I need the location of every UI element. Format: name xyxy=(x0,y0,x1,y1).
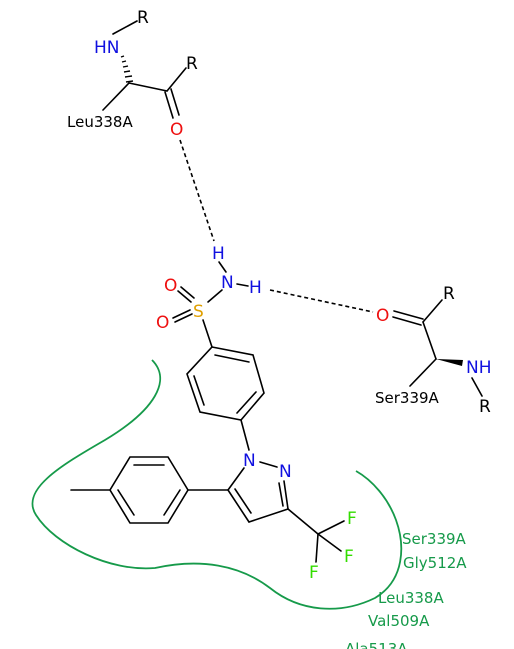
o-atom: O xyxy=(156,313,169,333)
bond xyxy=(207,289,223,303)
bond xyxy=(315,533,319,563)
bond xyxy=(227,467,245,491)
ser339-residue: O R NH R Ser339A xyxy=(375,284,492,417)
bond xyxy=(317,533,342,552)
pocket-residue-label: Leu338A xyxy=(378,589,444,607)
hn-atom: HN xyxy=(94,38,120,58)
h-atom: H xyxy=(249,278,262,298)
r-atom: R xyxy=(479,397,491,417)
bond xyxy=(283,480,289,510)
o-atom: O xyxy=(170,120,183,140)
benzene-ring xyxy=(186,346,265,451)
pyrazole-ring: N N xyxy=(187,451,292,523)
bond xyxy=(471,377,483,397)
r-atom: R xyxy=(443,284,455,304)
wedge-dash-bond xyxy=(120,55,134,83)
pocket-residue-label: Val509A xyxy=(368,612,430,630)
double-bond xyxy=(172,309,191,319)
hydrogen-bond xyxy=(179,139,215,242)
aromatic-inner-bond xyxy=(236,391,257,414)
double-bond xyxy=(393,310,424,320)
o-atom: O xyxy=(164,276,177,296)
bond xyxy=(112,20,138,35)
aromatic-inner-bond xyxy=(163,489,181,516)
pocket-residue-label: Ser339A xyxy=(402,530,467,548)
bond xyxy=(422,321,437,360)
f-atom: F xyxy=(309,563,319,583)
o-atom: O xyxy=(376,306,389,326)
double-bond xyxy=(234,488,252,514)
f-atom: F xyxy=(347,509,357,529)
trifluoromethyl-group: F F F xyxy=(287,508,357,583)
s-atom: S xyxy=(193,302,204,322)
double-bond xyxy=(174,313,193,323)
double-bond xyxy=(278,482,284,507)
n-atom: N xyxy=(243,451,256,471)
double-bond xyxy=(177,290,192,303)
pocket-residue-list: Ser339A Gly512A Leu338A Val509A Ala513A xyxy=(345,530,467,649)
ring-bonds xyxy=(109,456,189,524)
pocket-residue-label: Ala513A xyxy=(345,640,408,649)
bond xyxy=(240,419,250,451)
double-bond xyxy=(164,91,174,119)
double-bond xyxy=(170,88,180,116)
bond xyxy=(259,461,278,468)
n-atom: N xyxy=(221,273,234,293)
wedge-bond xyxy=(436,359,463,366)
bond xyxy=(317,520,345,535)
h-atom: H xyxy=(212,244,225,264)
bond xyxy=(166,67,187,92)
leu338-residue: HN R R O Leu338A xyxy=(67,8,198,140)
hydrogen-bond xyxy=(269,289,374,313)
double-bond xyxy=(392,316,422,326)
bond xyxy=(227,489,250,523)
aromatic-inner-bond xyxy=(214,354,250,363)
tolyl-ring xyxy=(70,456,189,524)
double-bond xyxy=(180,286,195,299)
sulfonamide-group: H N H S O O xyxy=(156,244,262,348)
aromatic-inner-bond xyxy=(117,489,135,516)
pocket-residue-label: Gly512A xyxy=(403,554,467,572)
bond xyxy=(422,299,443,323)
aromatic-inner-bond xyxy=(193,375,205,406)
hydrophobic-pocket-outline xyxy=(31,359,403,610)
bond xyxy=(202,319,213,348)
r-atom: R xyxy=(186,54,198,74)
bond xyxy=(287,508,319,535)
bond xyxy=(218,261,227,273)
bond xyxy=(236,283,249,287)
bond xyxy=(248,508,289,523)
bond xyxy=(409,358,437,387)
residue-label: Ser339A xyxy=(375,389,440,407)
bond xyxy=(102,82,130,111)
f-atom: F xyxy=(344,547,354,567)
n-atom: N xyxy=(279,462,292,482)
residue-label: Leu338A xyxy=(67,113,133,131)
bond xyxy=(128,82,168,92)
r-atom: R xyxy=(137,8,149,28)
nh-atom: NH xyxy=(466,358,492,378)
